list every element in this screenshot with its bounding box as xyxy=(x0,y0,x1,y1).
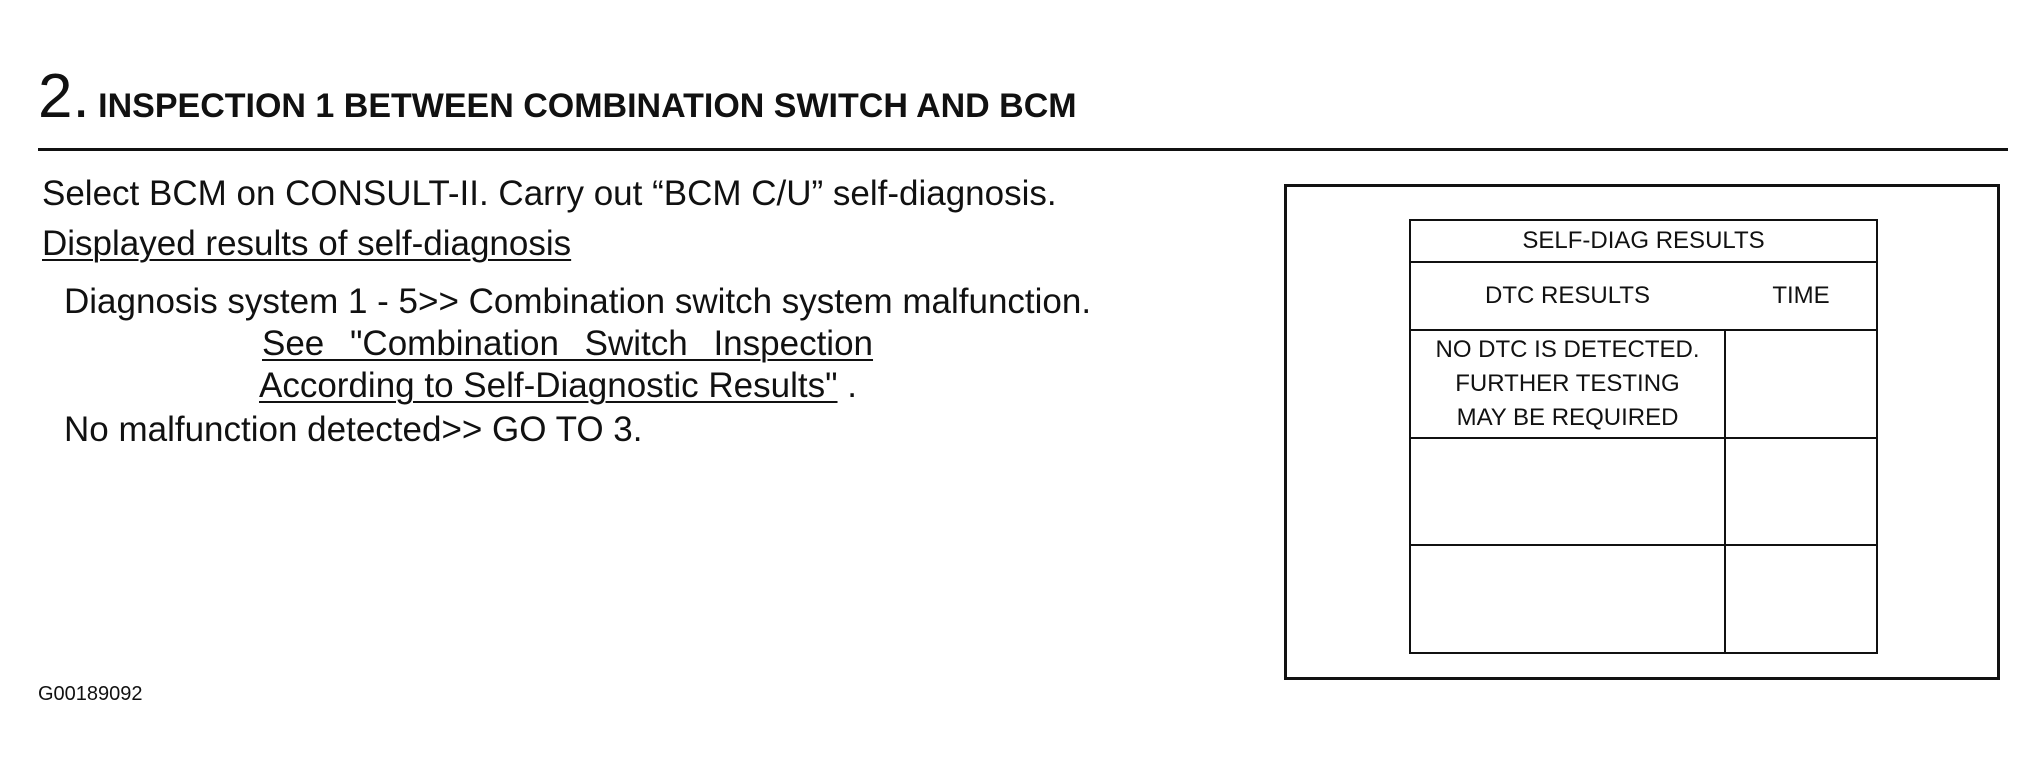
col-time: TIME xyxy=(1772,282,1830,309)
instruction-text: Select BCM on CONSULT-II. Carry out “BCM… xyxy=(42,174,1057,213)
table-divider xyxy=(1411,329,1876,331)
consult-screen-frame xyxy=(1284,184,2000,680)
result-1-link-line2-wrap: According to Self-Diagnostic Results" . xyxy=(259,366,857,406)
table-divider xyxy=(1411,544,1876,546)
column-divider xyxy=(1724,329,1726,652)
table-row-no-dtc: NO DTC IS DETECTED. FURTHER TESTING MAY … xyxy=(1411,331,1724,437)
result-1-text: Diagnosis system 1 - 5>> Combination swi… xyxy=(64,282,1092,321)
result-1-link-line1[interactable]: See "Combination Switch Inspection xyxy=(262,324,874,363)
table-divider xyxy=(1411,437,1876,439)
row-line-3: MAY BE REQUIRED xyxy=(1456,404,1679,431)
col-dtc-results: DTC RESULTS xyxy=(1485,282,1650,309)
result-1-link-line1-wrap: See "Combination Switch Inspection xyxy=(262,324,873,364)
result-1-link-line2[interactable]: According to Self-Diagnostic Results" xyxy=(259,366,838,405)
section-heading: 2. INSPECTION 1 BETWEEN COMBINATION SWIT… xyxy=(38,66,1077,128)
row-line-2: FURTHER TESTING xyxy=(1455,370,1680,397)
result-1-link-end: . xyxy=(837,366,857,405)
step-title: INSPECTION 1 BETWEEN COMBINATION SWITCH … xyxy=(98,87,1077,125)
table-divider xyxy=(1411,261,1876,263)
step-number: 2. xyxy=(38,62,90,131)
results-label: Displayed results of self-diagnosis xyxy=(42,224,572,263)
table-title: SELF-DIAG RESULTS xyxy=(1522,227,1765,254)
heading-rule xyxy=(38,148,2008,151)
self-diag-results-table: SELF-DIAG RESULTS DTC RESULTS TIME NO DT… xyxy=(1409,219,1878,654)
row-line-1: NO DTC IS DETECTED. xyxy=(1435,336,1700,363)
figure-id: G00189092 xyxy=(38,683,143,705)
result-2-text: No malfunction detected>> GO TO 3. xyxy=(64,410,643,449)
